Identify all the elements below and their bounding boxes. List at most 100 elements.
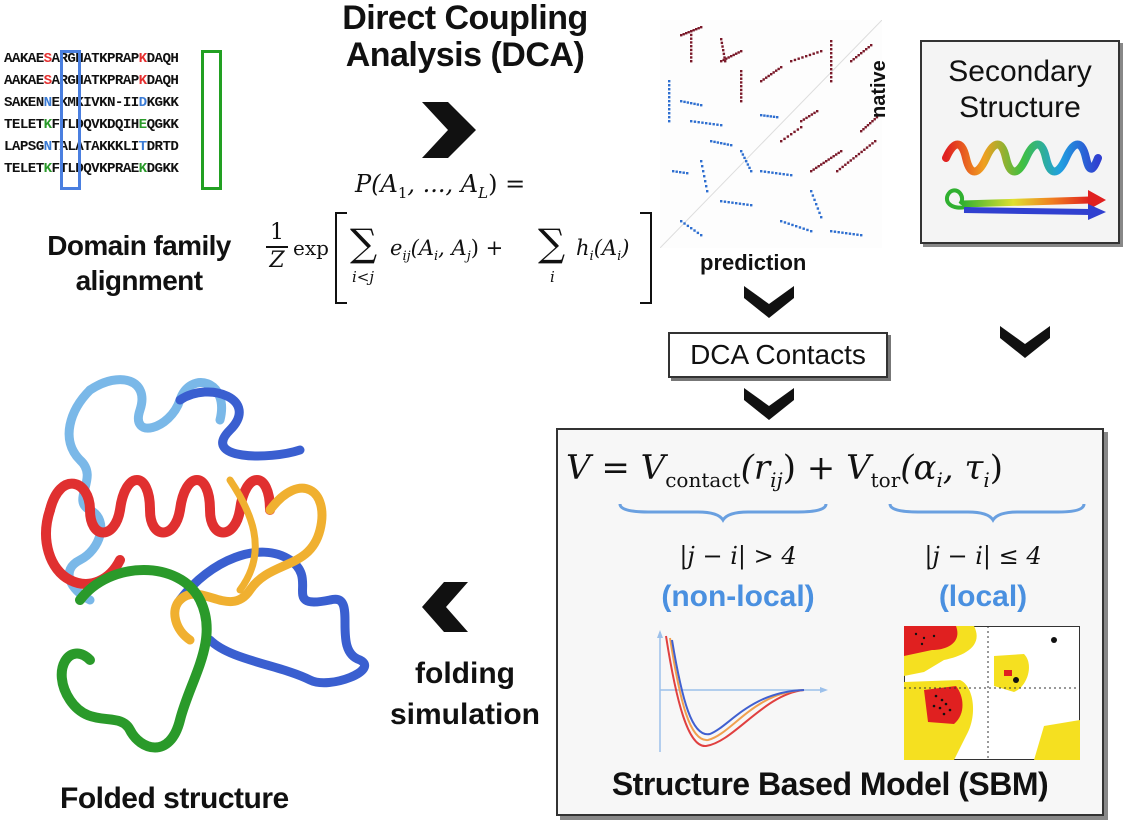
contact-dot (690, 102, 693, 105)
eq-vt-sub: tor (870, 467, 901, 492)
contact-dot (763, 114, 766, 117)
contact-dot (812, 52, 815, 55)
contact-dot (818, 211, 821, 215)
contact-dot (769, 115, 772, 118)
contact-dot (810, 230, 813, 233)
contact-dot (790, 174, 793, 177)
contact-dot (668, 80, 671, 83)
contact-dot (783, 221, 787, 224)
contact-dot (760, 114, 763, 117)
contact-dot (878, 114, 881, 117)
contact-dot (690, 227, 693, 230)
contact-dot (738, 202, 742, 205)
folding-label: folding simulation (370, 654, 560, 735)
prob-sub-l: L (478, 183, 489, 202)
eq-vt-arg: (α (900, 448, 937, 488)
secondary-line1: Secondary (948, 55, 1092, 88)
contact-dot (672, 170, 675, 173)
contact-dot (701, 165, 704, 168)
contact-dot (830, 44, 833, 47)
left-bracket (335, 212, 347, 304)
contact-dot (668, 120, 671, 123)
contact-dot (722, 52, 726, 56)
underbraces (618, 503, 1086, 523)
fraction-den: Z (269, 248, 285, 273)
contact-dot (845, 232, 848, 235)
term1-args: (A (410, 236, 434, 260)
secondary-title: Secondary Structure (922, 54, 1118, 126)
contact-dot (777, 67, 780, 71)
term1-e: e (390, 236, 403, 260)
contact-dot (840, 150, 843, 153)
contact-dot (836, 170, 839, 173)
contact-dot (867, 46, 870, 49)
chevron-left-icon (422, 582, 468, 632)
contact-dot (680, 100, 683, 103)
contact-dot (766, 114, 769, 118)
alignment-label: Domain family alignment (14, 228, 264, 298)
contact-dot (690, 48, 693, 52)
contact-dot (683, 222, 686, 225)
contact-dot (810, 113, 814, 116)
contact-dot (740, 70, 743, 73)
contact-dot (727, 201, 730, 204)
contact-dot (832, 155, 835, 158)
contact-dot (830, 68, 833, 71)
contact-dot (844, 163, 847, 166)
contact-dot (778, 172, 782, 175)
contact-dot (740, 73, 743, 77)
contact-dot (748, 166, 751, 170)
alignment-row: SAKENNEKMKIVKN-IIDKGKK (4, 95, 179, 111)
prob-mid: , ..., A (407, 170, 479, 198)
contact-dot (857, 54, 860, 57)
contact-dot (856, 233, 859, 236)
contact-dot (862, 128, 865, 131)
contact-dot (680, 34, 683, 37)
sum-sub-2: i (550, 268, 555, 286)
contact-dot (726, 143, 730, 146)
contact-dot (740, 88, 743, 92)
contact-dot (816, 51, 819, 54)
term2-close: ) (621, 236, 630, 260)
contact-dot (775, 172, 778, 175)
contact-dot (800, 120, 803, 123)
contact-dot (800, 126, 803, 129)
contact-dot (762, 78, 765, 81)
contact-dot (783, 137, 786, 141)
contact-dot (815, 203, 818, 206)
contact-dot (848, 232, 852, 235)
contact-dot (780, 66, 783, 69)
contact-dot (697, 121, 700, 124)
contact-dot (776, 116, 779, 119)
contact-dot (813, 198, 816, 202)
eq-vt-arg-sub: i (936, 467, 943, 492)
contact-dot (811, 194, 815, 197)
contact-dot (695, 28, 698, 31)
contact-dot (810, 190, 813, 193)
contact-dot (746, 203, 749, 206)
alignment-label-line1: Domain family (47, 230, 231, 261)
contact-dot (869, 122, 872, 125)
dca-contacts-label: DCA Contacts (690, 339, 866, 370)
contact-dot (782, 173, 785, 176)
fraction-num: 1 (270, 220, 284, 245)
contact-dot (740, 96, 743, 99)
contact-dot (706, 190, 709, 193)
contact-dot (700, 104, 703, 107)
contact-dot (683, 100, 686, 104)
contact-dot (767, 171, 770, 174)
contact-dot (700, 234, 703, 237)
chevron-down-icon-3 (744, 388, 794, 420)
contact-dot (871, 142, 874, 145)
folding-line2: simulation (389, 697, 540, 731)
folded-structure-label: Folded structure (60, 782, 289, 815)
term-2: hi(Ai) (576, 236, 629, 264)
contact-dot (820, 50, 823, 53)
eq-vt: V (846, 448, 871, 488)
eq-vt-mid: , τ (942, 448, 984, 488)
contact-dot (780, 220, 783, 223)
contact-dot (722, 58, 725, 62)
contact-dot (793, 58, 797, 62)
contact-dot (864, 126, 867, 129)
